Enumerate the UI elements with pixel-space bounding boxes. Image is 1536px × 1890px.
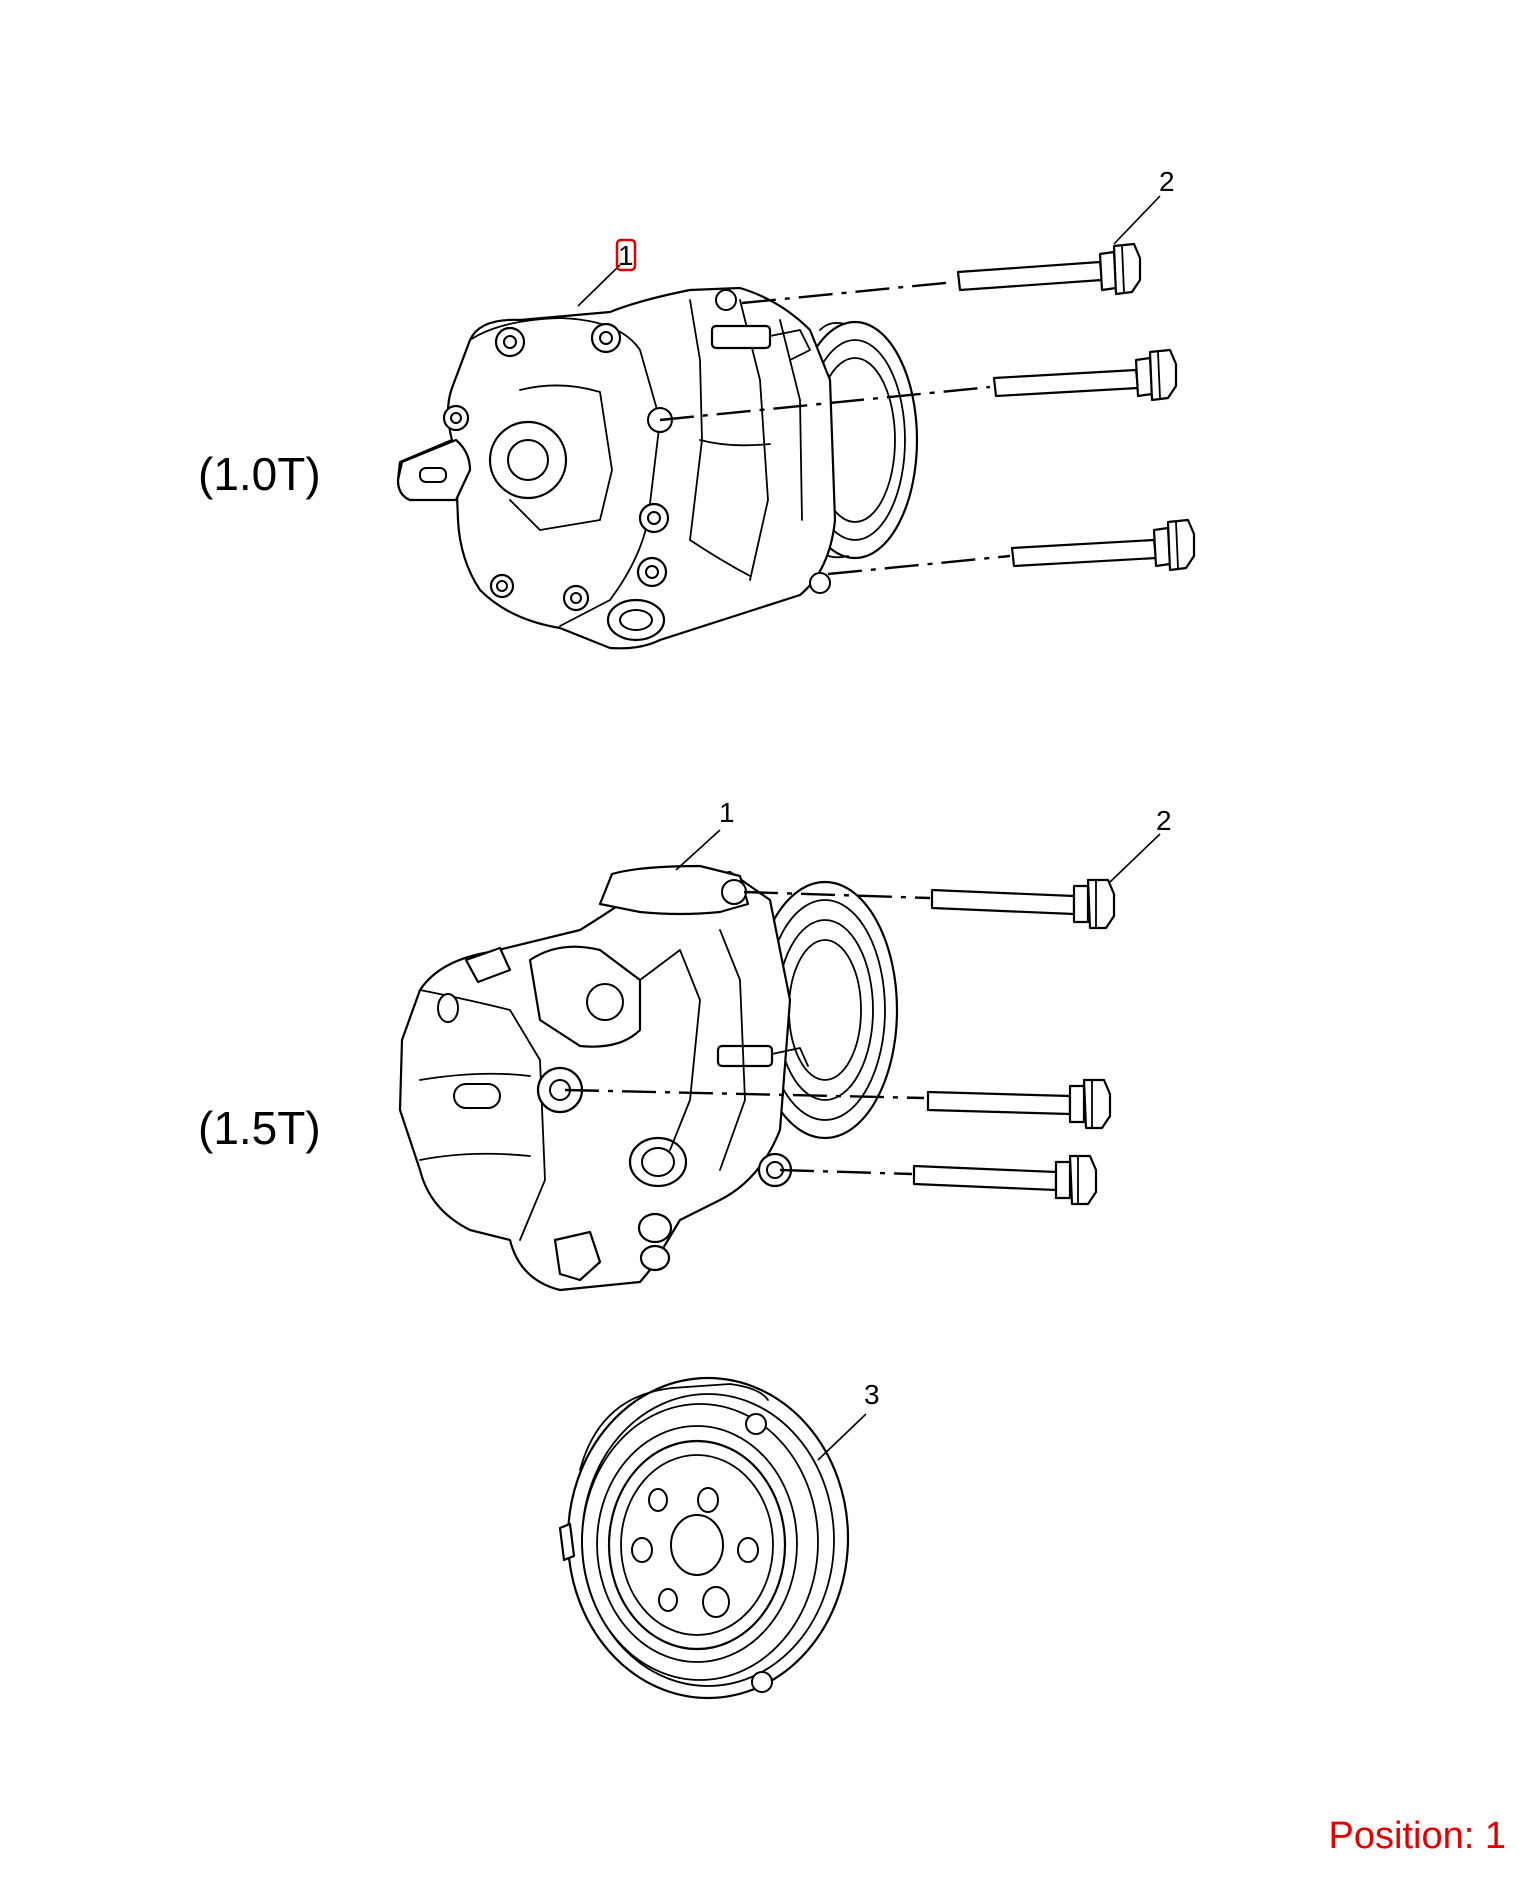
leader-clutch-plate (817, 1413, 867, 1461)
bolt-1-5t-upper[interactable] (743, 878, 1116, 930)
bolt-1-0t-lower[interactable] (827, 518, 1196, 576)
variant-label-1-0t: (1.0T) (198, 448, 321, 500)
bolt-1-0t-upper[interactable] (741, 242, 1142, 305)
bolt-1-5t-lower[interactable] (779, 1154, 1098, 1206)
callout-bolt-1-0t: 2 (1159, 166, 1175, 197)
compressor-1-5t[interactable] (398, 864, 899, 1292)
variant-label-1-5t: (1.5T) (198, 1102, 321, 1154)
callout-clutch-plate: 3 (864, 1379, 880, 1410)
callout-compressor-1-5t: 1 (719, 797, 735, 828)
leader-compressor-1-0t (577, 264, 621, 307)
leader-bolt-1-5t (1109, 833, 1161, 883)
highlight-box (615, 238, 637, 272)
leader-compressor-1-5t (675, 829, 721, 871)
position-label: Position: 1 (1328, 1815, 1506, 1857)
leader-bolt-1-0t (1113, 195, 1161, 245)
callout-bolt-1-5t: 2 (1156, 805, 1172, 836)
compressor-1-0t[interactable] (396, 286, 919, 650)
bolt-1-0t-middle[interactable] (659, 348, 1178, 422)
bolt-1-5t-middle[interactable] (564, 1078, 1112, 1130)
clutch-plate[interactable] (558, 1376, 850, 1700)
callout-compressor-1-0t: 1 (618, 240, 634, 271)
